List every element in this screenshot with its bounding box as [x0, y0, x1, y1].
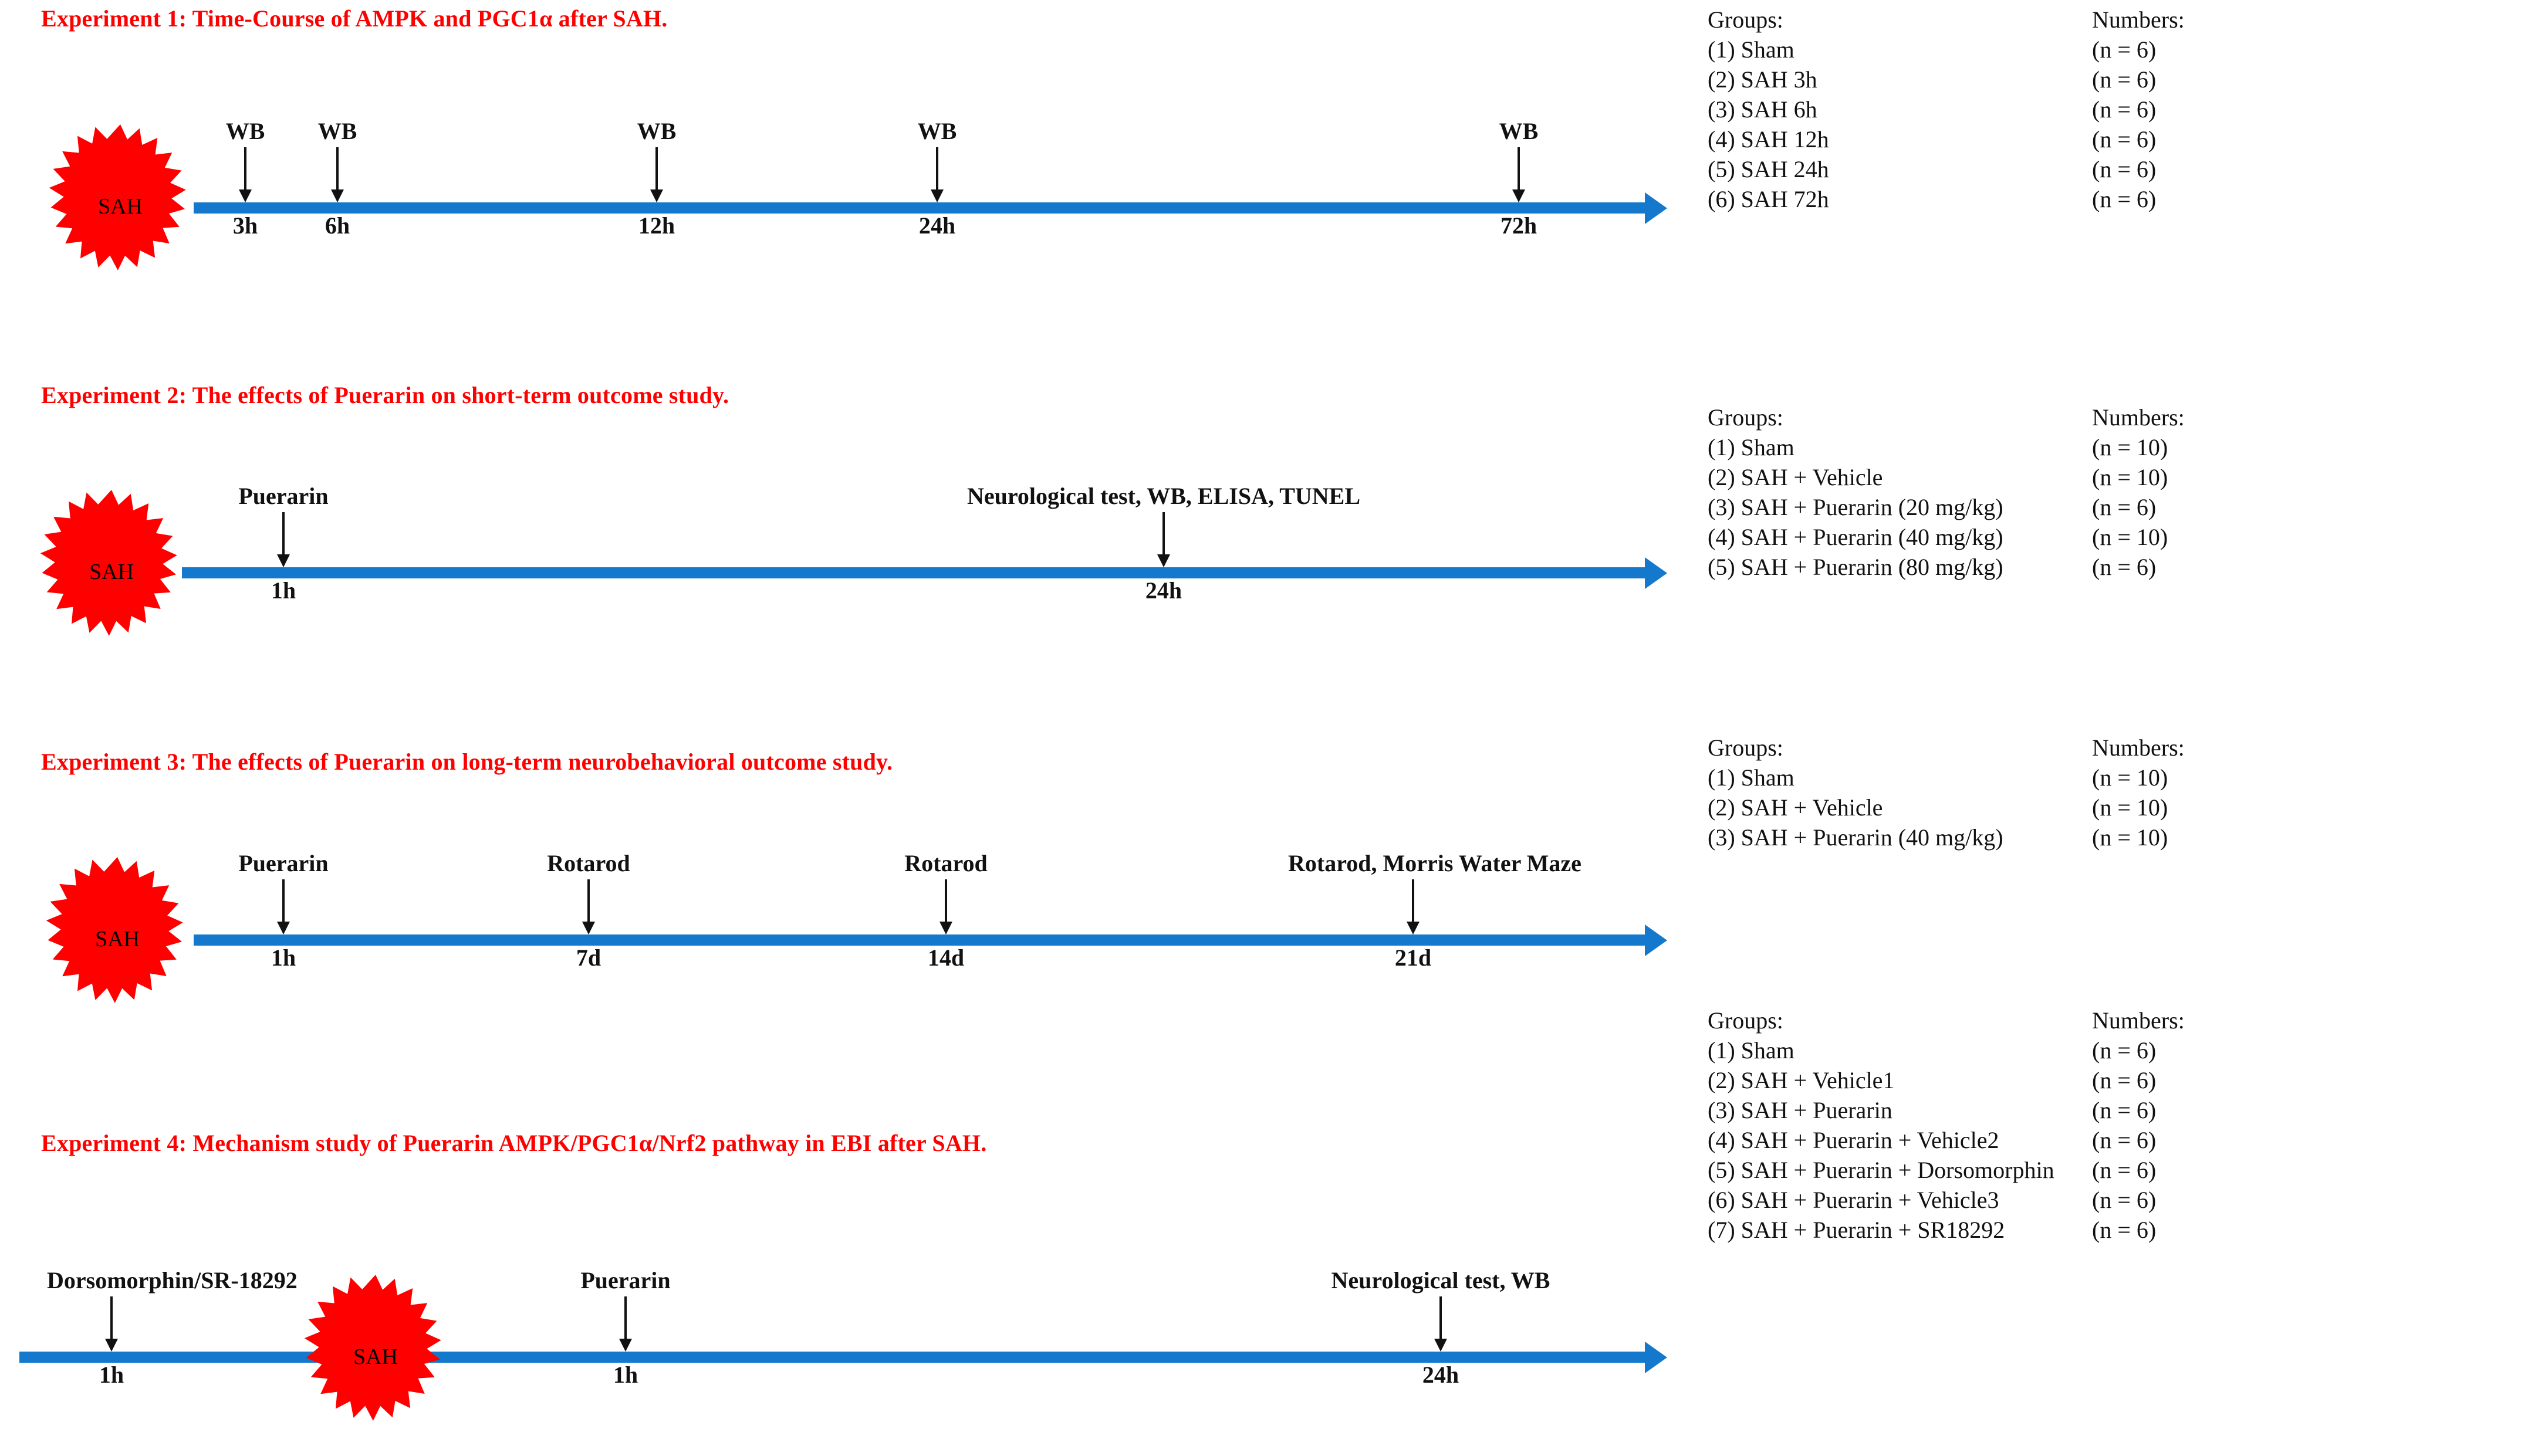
group-label: (2) SAH 3h	[1708, 66, 1817, 93]
group-label: (4) SAH + Puerarin (40 mg/kg)	[1708, 524, 2003, 550]
experiment-3-tick-4-time: 21d	[1394, 944, 1432, 971]
experiment-3-groups-header: Groups:	[1708, 734, 1783, 761]
group-label: (6) SAH + Puerarin + Vehicle3	[1708, 1187, 1999, 1213]
experiment-1-timeline-axis	[194, 202, 1646, 214]
experiment-1-tick-3-time: 12h	[638, 212, 675, 239]
group-number: (n = 6)	[2092, 1217, 2157, 1243]
experiment-1-tick-2-time: 6h	[325, 212, 350, 239]
group-number: (n = 6)	[2092, 126, 2157, 153]
experiment-1-tick-4-label: WB	[917, 118, 957, 144]
group-number: (n = 10)	[2092, 824, 2168, 851]
experiment-3-sah-label: SAH	[94, 927, 140, 952]
experiment-1-tick-1-time: 3h	[232, 212, 258, 239]
experiment-4-tick-2-label: Puerarin	[580, 1267, 671, 1294]
experiment-4-title: Experiment 4: Mechanism study of Puerari…	[41, 1130, 987, 1156]
experiment-2-timeline-axis	[182, 567, 1646, 578]
group-number: (n = 6)	[2092, 186, 2157, 212]
group-label: (1) Sham	[1708, 36, 1794, 63]
experiment-3-tick-4-label: Rotarod, Morris Water Maze	[1288, 850, 1581, 876]
experiment-2-sah-label: SAH	[89, 560, 134, 584]
group-number: (n = 6)	[2092, 156, 2157, 182]
group-label: (2) SAH + Vehicle	[1708, 464, 1883, 490]
experiment-1-tick-1-label: WB	[225, 118, 265, 144]
experiment-4-sah-label: SAH	[353, 1345, 398, 1369]
experiment-3-tick-1-label: Puerarin	[238, 850, 329, 876]
group-label: (6) SAH 72h	[1708, 186, 1829, 212]
group-number: (n = 6)	[2092, 1187, 2157, 1213]
group-label: (4) SAH + Puerarin + Vehicle2	[1708, 1127, 1999, 1153]
experiment-1-tick-3-label: WB	[637, 118, 677, 144]
group-label: (5) SAH 24h	[1708, 156, 1829, 182]
group-label: (3) SAH 6h	[1708, 96, 1817, 123]
group-label: (5) SAH + Puerarin + Dorsomorphin	[1708, 1157, 2054, 1183]
experiment-2-tick-2-time: 24h	[1145, 577, 1182, 604]
experiment-2-title: Experiment 2: The effects of Puerarin on…	[41, 382, 729, 408]
group-label: (1) Sham	[1708, 764, 1794, 791]
experiment-1-sah-label: SAH	[97, 194, 143, 219]
group-number: (n = 6)	[2092, 66, 2157, 93]
experiment-2-tick-2-label: Neurological test, WB, ELISA, TUNEL	[966, 483, 1361, 509]
experiment-3-title: Experiment 3: The effects of Puerarin on…	[41, 749, 893, 775]
group-number: (n = 6)	[2092, 494, 2157, 520]
experiment-4-tick-3-time: 24h	[1422, 1362, 1459, 1388]
experiment-3-tick-3-time: 14d	[927, 944, 965, 971]
experiment-3-tick-3-label: Rotarod	[904, 850, 988, 876]
group-label: (4) SAH 12h	[1708, 126, 1829, 153]
group-label: (1) Sham	[1708, 434, 1794, 460]
group-number: (n = 6)	[2092, 36, 2157, 63]
experiment-4-groups-header: Groups:	[1708, 1007, 1783, 1034]
group-label: (3) SAH + Puerarin (20 mg/kg)	[1708, 494, 2003, 520]
group-number: (n = 6)	[2092, 96, 2157, 123]
group-label: (3) SAH + Puerarin (40 mg/kg)	[1708, 824, 2003, 851]
group-label: (2) SAH + Vehicle1	[1708, 1067, 1895, 1093]
experiment-1-tick-4-time: 24h	[918, 212, 956, 239]
experiment-4-tick-2-time: 1h	[613, 1362, 638, 1388]
group-number: (n = 6)	[2092, 1067, 2157, 1093]
group-number: (n = 6)	[2092, 1097, 2157, 1123]
experiment-4-numbers-header: Numbers:	[2092, 1007, 2185, 1034]
experiment-3-timeline-axis	[194, 934, 1646, 946]
group-number: (n = 6)	[2092, 1037, 2157, 1064]
group-number: (n = 6)	[2092, 554, 2157, 580]
group-label: (2) SAH + Vehicle	[1708, 794, 1883, 821]
experiment-2-tick-1-time: 1h	[271, 577, 296, 604]
group-label: (7) SAH + Puerarin + SR18292	[1708, 1217, 2005, 1243]
experiment-1-tick-5-label: WB	[1499, 118, 1539, 144]
group-number: (n = 6)	[2092, 1127, 2157, 1153]
group-label: (5) SAH + Puerarin (80 mg/kg)	[1708, 554, 2003, 580]
experiment-1-sah-burst: SAH	[32, 124, 208, 289]
experiment-4-timeline-axis	[19, 1352, 1646, 1363]
group-number: (n = 10)	[2092, 794, 2168, 821]
experiment-1-tick-5-time: 72h	[1500, 212, 1537, 239]
experiment-2-numbers-header: Numbers:	[2092, 404, 2185, 431]
experiment-1-groups-header: Groups:	[1708, 6, 1783, 33]
experiment-3-tick-2-time: 7d	[576, 944, 601, 971]
experiment-4-tick-1-time: 1h	[99, 1362, 124, 1388]
group-number: (n = 10)	[2092, 524, 2168, 550]
experiment-1-numbers-header: Numbers:	[2092, 6, 2185, 33]
experiment-2-tick-1-label: Puerarin	[238, 483, 329, 509]
experiment-3-tick-1-time: 1h	[271, 944, 296, 971]
experiment-4-sah-burst: SAH	[288, 1275, 464, 1439]
group-label: (3) SAH + Puerarin	[1708, 1097, 1892, 1123]
experiment-1-tick-2-label: WB	[317, 118, 357, 144]
experiment-2-groups-header: Groups:	[1708, 404, 1783, 431]
experiment-1-title: Experiment 1: Time-Course of AMPK and PG…	[41, 5, 668, 32]
experiment-3-numbers-header: Numbers:	[2092, 734, 2185, 761]
experiment-4-tick-3-label: Neurological test, WB	[1331, 1267, 1550, 1294]
experiment-3-tick-2-label: Rotarod	[547, 850, 630, 876]
group-label: (1) Sham	[1708, 1037, 1794, 1064]
experiment-4-tick-1-label: Dorsomorphin/SR-18292	[47, 1267, 298, 1294]
group-number: (n = 6)	[2092, 1157, 2157, 1183]
experiment-3-sah-burst: SAH	[29, 857, 205, 1021]
group-number: (n = 10)	[2092, 434, 2168, 460]
group-number: (n = 10)	[2092, 464, 2168, 490]
group-number: (n = 10)	[2092, 764, 2168, 791]
experiment-2-sah-burst: SAH	[23, 490, 200, 654]
